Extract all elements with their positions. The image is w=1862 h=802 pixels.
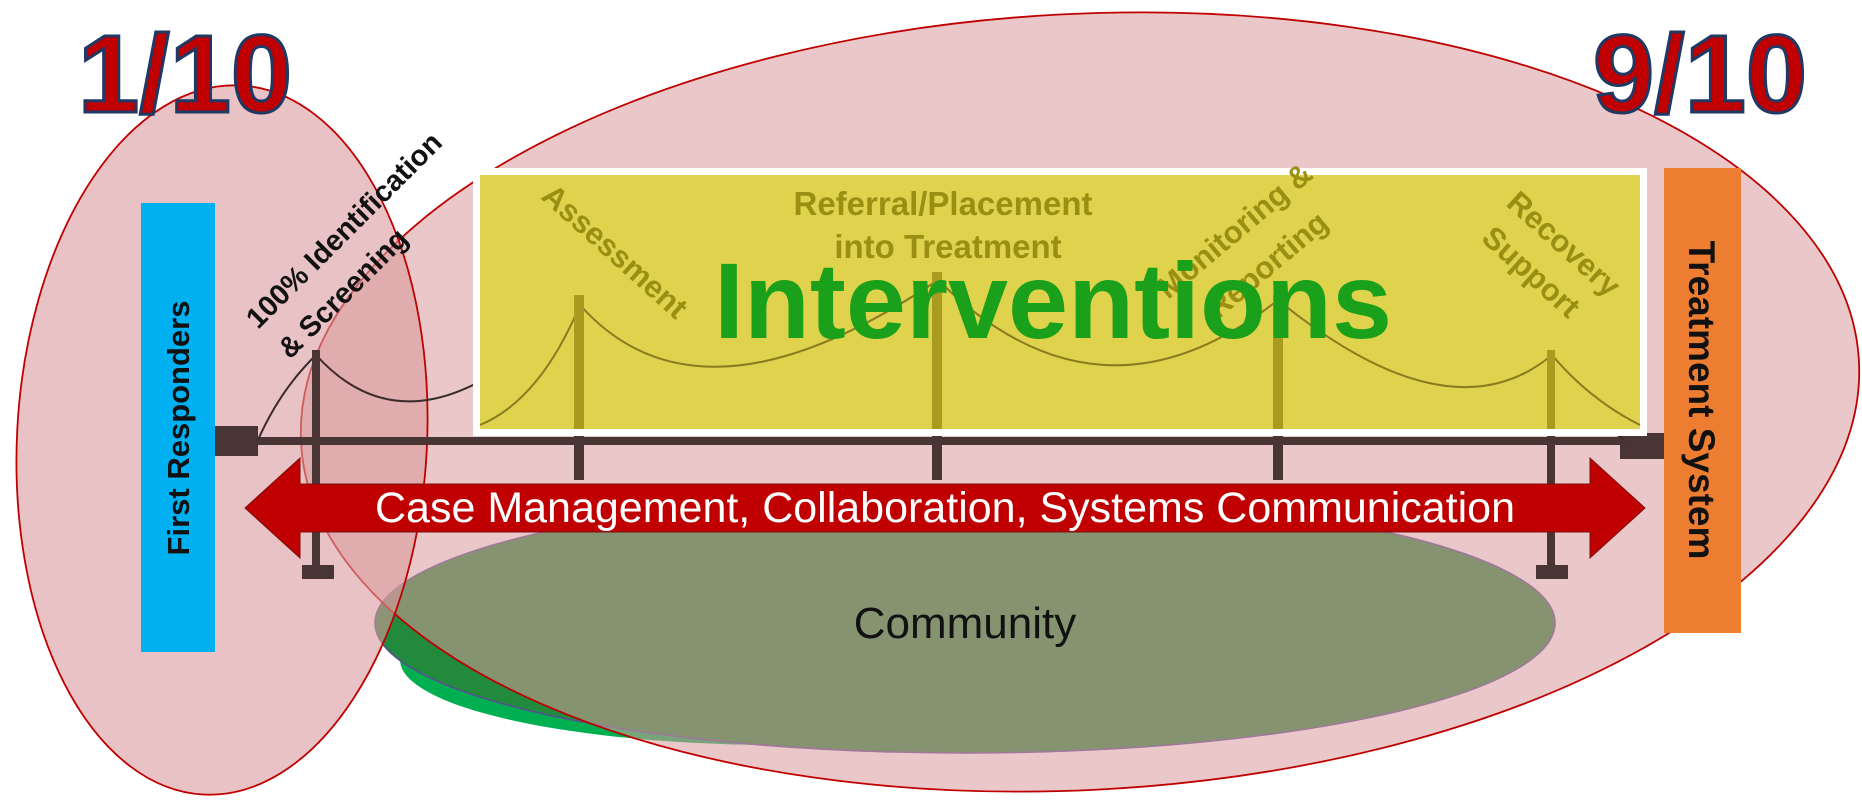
interventions-title: Interventions xyxy=(714,240,1392,361)
left-ratio: 1/10 xyxy=(78,13,292,136)
treatment-system-bar: Treatment System xyxy=(1664,168,1741,633)
interventions-tower-5 xyxy=(1547,350,1555,429)
first-responders-label: First Responders xyxy=(161,301,196,556)
referral-label-line1: Referral/Placement xyxy=(794,185,1093,222)
first-responders-bar-fill xyxy=(141,203,215,652)
community-label: Community xyxy=(854,599,1077,648)
interventions-box xyxy=(473,168,1647,436)
bridge-anchor-left xyxy=(214,426,258,456)
case-management-arrow-shape xyxy=(244,456,1646,560)
treatment-system-bar-fill xyxy=(1664,168,1741,633)
bridge-tower-5 xyxy=(1547,350,1555,572)
interventions-tower-4 xyxy=(1273,295,1283,429)
bridge-tower-5-base xyxy=(1536,565,1568,579)
treatment-system-label: Treatment System xyxy=(1681,241,1722,560)
case-management-label: Case Management, Collaboration, Systems … xyxy=(375,484,1515,532)
first-responders-bar: First Responders xyxy=(141,203,215,652)
bridge-tower-1-base xyxy=(302,565,334,579)
interventions-tower-2 xyxy=(574,295,584,429)
right-ratio: 9/10 xyxy=(1593,13,1807,136)
referral-label-line2: into Treatment xyxy=(834,228,1061,265)
case-management-arrow: Case Management, Collaboration, Systems … xyxy=(244,456,1646,560)
interventions-tower-3 xyxy=(932,272,942,429)
bridge-tower-1 xyxy=(312,350,320,572)
bridge-anchor-right xyxy=(1620,433,1664,459)
